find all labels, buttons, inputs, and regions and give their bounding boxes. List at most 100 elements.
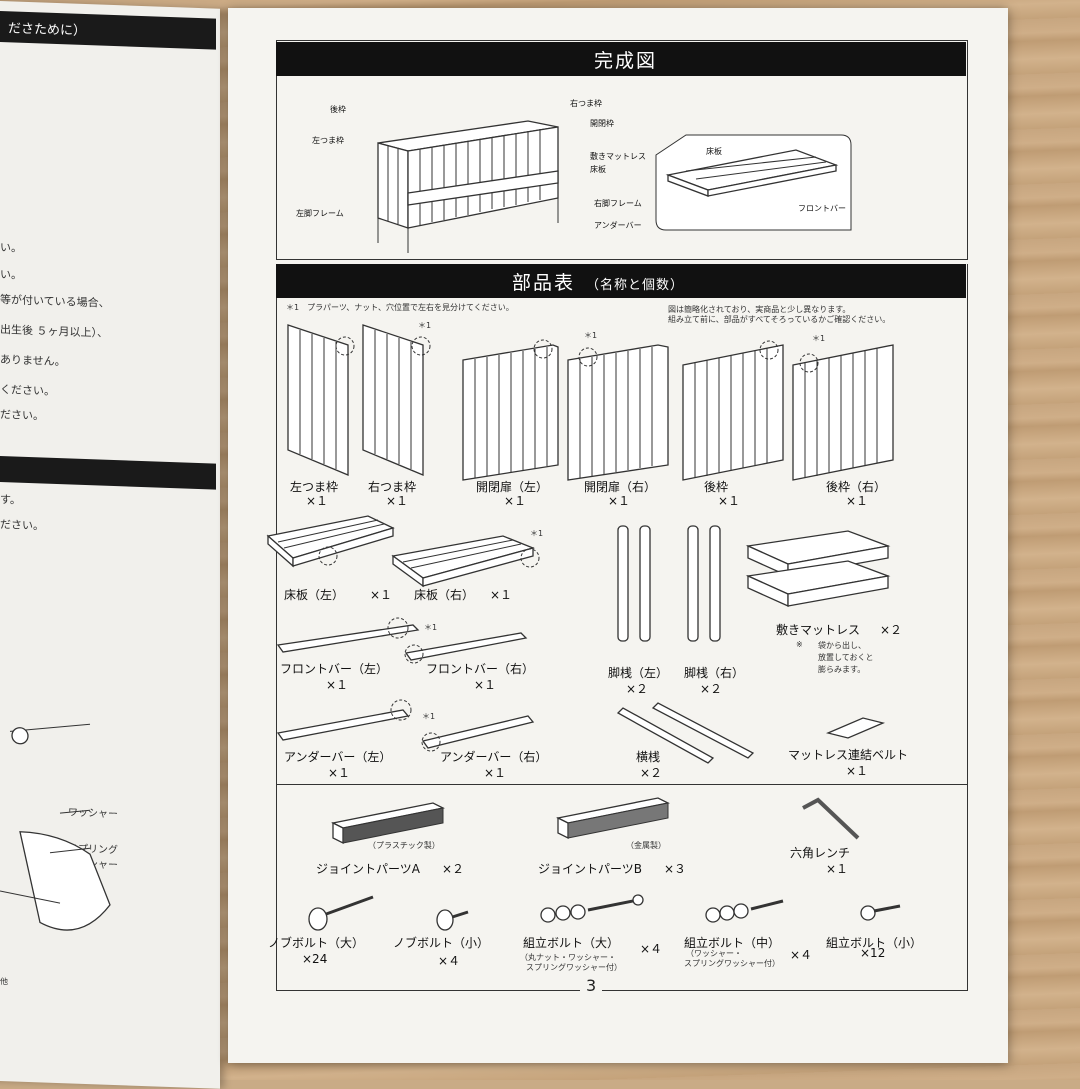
hardware-note: スプリングワッシャー付） bbox=[526, 963, 622, 972]
knob-bolt-small-illustration bbox=[436, 909, 469, 931]
annot-open-door: 開閉枠 bbox=[590, 119, 614, 128]
part-name: 脚桟（左） bbox=[608, 666, 669, 680]
hardware-name: ノブボルト（大） bbox=[268, 936, 365, 950]
bolt-hand-illustration bbox=[0, 723, 111, 931]
back-frame-illustration bbox=[682, 340, 784, 481]
under-bar-right-illustration bbox=[421, 715, 535, 752]
open-door-left-illustration bbox=[462, 339, 559, 481]
part-name: マットレス連結ベルト bbox=[788, 748, 909, 762]
part-count: ×１ bbox=[718, 494, 741, 508]
joint-part-a-illustration bbox=[331, 802, 445, 845]
hardware-note: （ワッシャー・ bbox=[686, 949, 742, 958]
left-page-line: い。 bbox=[0, 241, 22, 255]
part-count: ×２ bbox=[640, 766, 663, 780]
parts-title-band: 部品表 （名称と個数） bbox=[276, 264, 966, 298]
left-page-band bbox=[0, 456, 216, 490]
left-page: ださために） い。 い。 等が付いている場合、 出生後 ５ヶ月以上）、 ありませ… bbox=[0, 0, 220, 1089]
part-count: ×１ bbox=[608, 494, 631, 508]
front-bar-illustrations bbox=[276, 617, 528, 664]
parts-note-right-1: 図は簡略化されており、実商品と少し異なります。 bbox=[668, 305, 851, 314]
part-count: ×２ bbox=[880, 623, 903, 637]
knob-bolt-large-illustration bbox=[308, 895, 374, 931]
hardware-name: ノブボルト（小） bbox=[393, 936, 490, 950]
hardware-name: ジョイントパーツB bbox=[538, 862, 642, 876]
part-count: ×２ bbox=[626, 682, 649, 696]
hardware-note: （丸ナット・ワッシャー・ bbox=[520, 953, 616, 962]
annot-mattress: 敷きマットレス bbox=[590, 152, 646, 161]
part-name: 後枠（右） bbox=[826, 480, 887, 494]
assembly-bolt-large-illustration bbox=[540, 894, 644, 923]
part-count: ×１ bbox=[386, 494, 409, 508]
annot-floor-board: 床板 bbox=[590, 165, 606, 174]
hardware-count: ×１ bbox=[826, 862, 849, 876]
part-name: 開閉扉（右） bbox=[584, 480, 657, 494]
hardware-row1-illustrations bbox=[331, 797, 860, 845]
part-name: 開閉扉（左） bbox=[476, 480, 549, 494]
page-number: 3 bbox=[580, 976, 603, 995]
mattress-note: 放置しておくと bbox=[818, 653, 874, 662]
annot-left-leg-frame: 左脚フレーム bbox=[296, 209, 344, 218]
part-name: 後枠 bbox=[704, 480, 729, 494]
part-name: 敷きマットレス bbox=[776, 623, 861, 637]
mark-1: ＊1 bbox=[584, 331, 598, 340]
left-page-foot: 他 bbox=[0, 977, 8, 987]
part-count: ×２ bbox=[700, 682, 723, 696]
floor-board-detail-callout bbox=[655, 134, 852, 231]
left-page-line: ください。 bbox=[0, 383, 55, 398]
part-name: 右つま枠 bbox=[368, 480, 417, 494]
floor-board-right-illustration bbox=[391, 535, 540, 588]
mattress-note-mark: ※ bbox=[796, 640, 803, 649]
hardware-count: ×12 bbox=[860, 946, 886, 960]
mark-1: ＊1 bbox=[812, 334, 826, 343]
part-count: ×１ bbox=[328, 766, 351, 780]
parts-note-left: ＊1 プラパーツ、ナット、穴位置で左右を見分けてください。 bbox=[286, 303, 514, 312]
back-frame-right-illustration bbox=[792, 344, 894, 481]
row2-illustrations bbox=[266, 515, 891, 642]
hardware-note: （プラスチック製） bbox=[368, 841, 440, 850]
annot-front-bar: フロントバー bbox=[798, 204, 846, 213]
hex-wrench-illustration bbox=[802, 797, 860, 840]
part-name: 床板（右） bbox=[414, 588, 475, 602]
part-count: ×１ bbox=[846, 494, 869, 508]
instruction-page-3: 完成図 後枠 右つま枠 開閉枠 左つま枠 敷きマットレス 床板 左脚フレーム 右… bbox=[228, 8, 1008, 1063]
front-bar-left-illustration bbox=[276, 617, 420, 653]
left-page-heading: ださために） bbox=[0, 11, 216, 50]
hardware-note: （金属製） bbox=[626, 841, 666, 850]
parts-subtitle: （名称と個数） bbox=[586, 278, 685, 293]
leg-bars-left-illustration bbox=[617, 525, 651, 642]
hardware-name: 六角レンチ bbox=[790, 846, 851, 860]
part-name: 床板（左） bbox=[284, 588, 345, 602]
cross-bars-illustration bbox=[616, 702, 755, 764]
annot-right-knob-frame: 右つま枠 bbox=[570, 99, 602, 108]
left-page-line: ださい。 bbox=[0, 518, 44, 533]
annot-right-leg-frame: 右脚フレーム bbox=[594, 199, 642, 208]
part-name: 脚桟（右） bbox=[684, 666, 745, 680]
hardware-count: ×３ bbox=[664, 862, 687, 876]
right-end-frame-illustration bbox=[362, 324, 431, 476]
annot-left-knob-frame: 左つま枠 bbox=[312, 136, 344, 145]
mattress-note: 袋から出し、 bbox=[818, 641, 866, 650]
part-count: ×１ bbox=[490, 588, 513, 602]
hardware-count: ×４ bbox=[790, 948, 813, 962]
assembly-bolt-medium-illustration bbox=[705, 899, 784, 923]
mark-1: ＊1 bbox=[530, 529, 544, 538]
part-count: ×１ bbox=[474, 678, 497, 692]
mark-1: ＊1 bbox=[418, 321, 432, 330]
leg-bars-right-illustration bbox=[687, 525, 721, 642]
hardware-name: 組立ボルト（小） bbox=[826, 936, 923, 950]
mark-1: ＊1 bbox=[424, 623, 438, 632]
front-bar-right-illustration bbox=[404, 632, 528, 664]
hardware-count: ×24 bbox=[302, 952, 328, 966]
hardware-count: ×４ bbox=[438, 954, 461, 968]
completed-title-band: 完成図 bbox=[276, 42, 966, 76]
left-page-line: す。 bbox=[0, 493, 21, 507]
part-count: ×１ bbox=[306, 494, 329, 508]
part-name: アンダーバー（左） bbox=[284, 750, 392, 764]
mattress-belt-illustration bbox=[825, 717, 886, 739]
panel-illustrations bbox=[287, 324, 894, 481]
part-count: ×１ bbox=[484, 766, 507, 780]
assembly-bolt-small-illustration bbox=[860, 904, 901, 921]
part-count: ×１ bbox=[326, 678, 349, 692]
completed-frame bbox=[276, 40, 968, 260]
part-count: ×１ bbox=[504, 494, 527, 508]
